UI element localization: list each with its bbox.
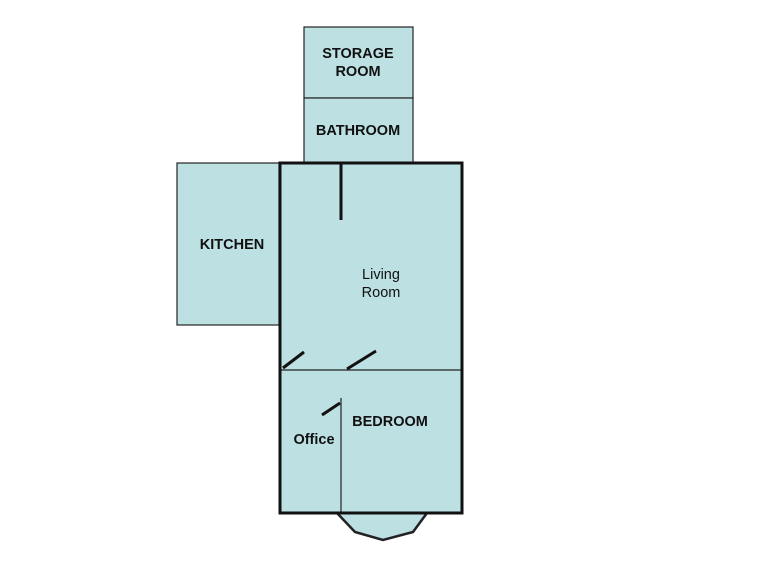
main-block-area bbox=[280, 163, 462, 513]
kitchen-label: KITCHEN bbox=[200, 237, 264, 253]
main-block bbox=[280, 163, 462, 513]
storage-room-label-line1: STORAGE bbox=[322, 46, 394, 62]
storage-room-label-line2: ROOM bbox=[335, 64, 380, 80]
bedroom-label: BEDROOM bbox=[352, 414, 428, 430]
bathroom-area bbox=[304, 98, 413, 163]
bay-window bbox=[336, 512, 429, 542]
storage-room-area bbox=[304, 27, 413, 98]
office-label: Office bbox=[293, 432, 334, 448]
bay-window-outline bbox=[336, 512, 429, 542]
living-room-label-line1: Living bbox=[362, 267, 400, 283]
main-block-outer-walls bbox=[278, 161, 464, 515]
living-room-label-line2: Room bbox=[362, 285, 401, 301]
door-right bbox=[346, 349, 377, 371]
door-office bbox=[321, 401, 341, 417]
bathroom-label: BATHROOM bbox=[316, 123, 400, 139]
storage-room: STORAGE ROOM bbox=[303, 26, 414, 99]
kitchen-area bbox=[177, 163, 279, 325]
bathroom: BATHROOM bbox=[303, 97, 414, 164]
door-left bbox=[282, 350, 305, 370]
kitchen: KITCHEN bbox=[176, 162, 280, 326]
